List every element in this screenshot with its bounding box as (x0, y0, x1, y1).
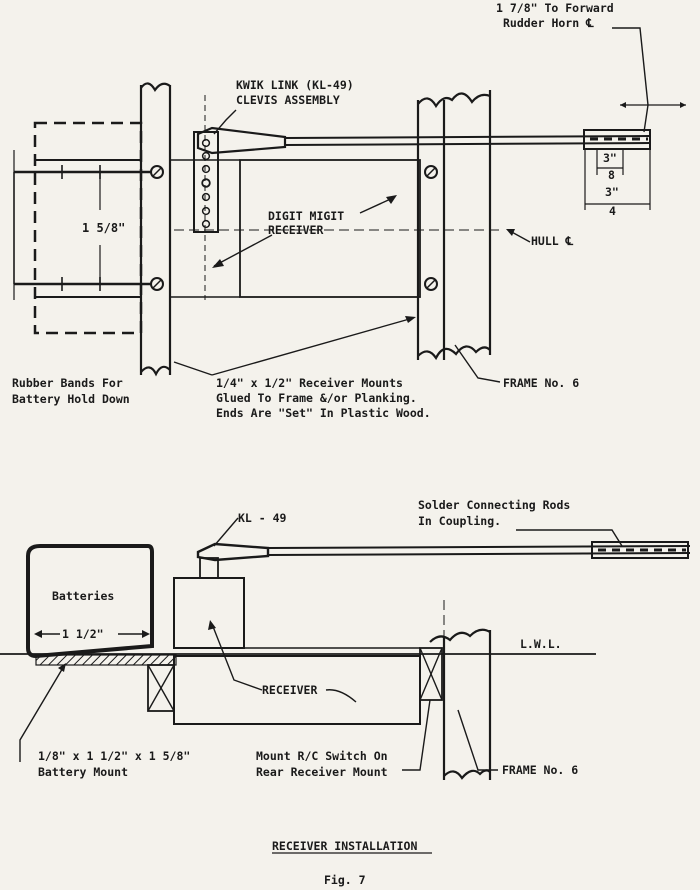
servo-arm (193, 131, 219, 233)
mounts-line3: Ends Are "Set" In Plastic Wood. (216, 406, 431, 420)
rubber-bands-line1: Rubber Bands For (12, 376, 123, 390)
solder-line1: Solder Connecting Rods (418, 498, 570, 512)
kwik-link-line2: CLEVIS ASSEMBLY (236, 93, 340, 107)
dim-3-8-den: 8 (608, 168, 615, 182)
batteries-label: Batteries (52, 589, 114, 603)
figure-number: Fig. 7 (324, 873, 366, 887)
forward-note-line1: 1 7/8" To Forward (496, 1, 614, 15)
kl-49-label: KL - 49 (238, 511, 287, 525)
dim-3-4-num: 3" (605, 185, 619, 199)
forward-note-line2: Rudder Horn ℄ (503, 16, 594, 30)
coupling-side (591, 541, 689, 559)
width-dimension: 1 5/8" (82, 221, 125, 235)
coupling-top (583, 129, 651, 150)
servo-body (173, 577, 245, 649)
battery-mount (35, 654, 177, 666)
receiver-label-side: RECEIVER (262, 683, 317, 697)
screw-icon (424, 165, 438, 179)
switch-line2: Rear Receiver Mount (256, 765, 388, 779)
caption-title: RECEIVER INSTALLATION (272, 839, 417, 853)
frame-label-top: FRAME No. 6 (503, 376, 579, 390)
solder-line2: In Coupling. (418, 514, 501, 528)
dim-3-4-den: 4 (609, 204, 616, 218)
dim-3-8-num: 3" (603, 151, 617, 165)
clevis (196, 126, 287, 155)
battery-mount-line2: Battery Mount (38, 765, 128, 779)
mounts-line1: 1/4" x 1/2" Receiver Mounts (216, 376, 403, 390)
kwik-link-line1: KWIK LINK (KL-49) (236, 78, 354, 92)
lwl-label: L.W.L. (520, 637, 562, 651)
receiver-label-line1: DIGIT MIGIT (268, 209, 344, 223)
battery-mount-line1: 1/8" x 1 1/2" x 1 5/8" (38, 749, 190, 763)
frame-label-side: FRAME No. 6 (502, 763, 578, 777)
receiver-label-line2: RECEIVER (268, 223, 323, 237)
receiver-body-side (173, 655, 421, 725)
battery-dimension: 1 1/2" (62, 627, 104, 641)
mounts-line2: Glued To Frame &/or Planking. (216, 391, 417, 405)
top-view (13, 27, 686, 383)
screw-icon (424, 277, 438, 291)
hull-centerline: HULL ℄ (531, 234, 574, 248)
switch-line1: Mount R/C Switch On (256, 749, 388, 763)
battery-box (26, 544, 154, 659)
receiver-body-top (239, 159, 421, 298)
rubber-bands-line2: Battery Hold Down (12, 392, 130, 406)
side-view (0, 517, 691, 780)
